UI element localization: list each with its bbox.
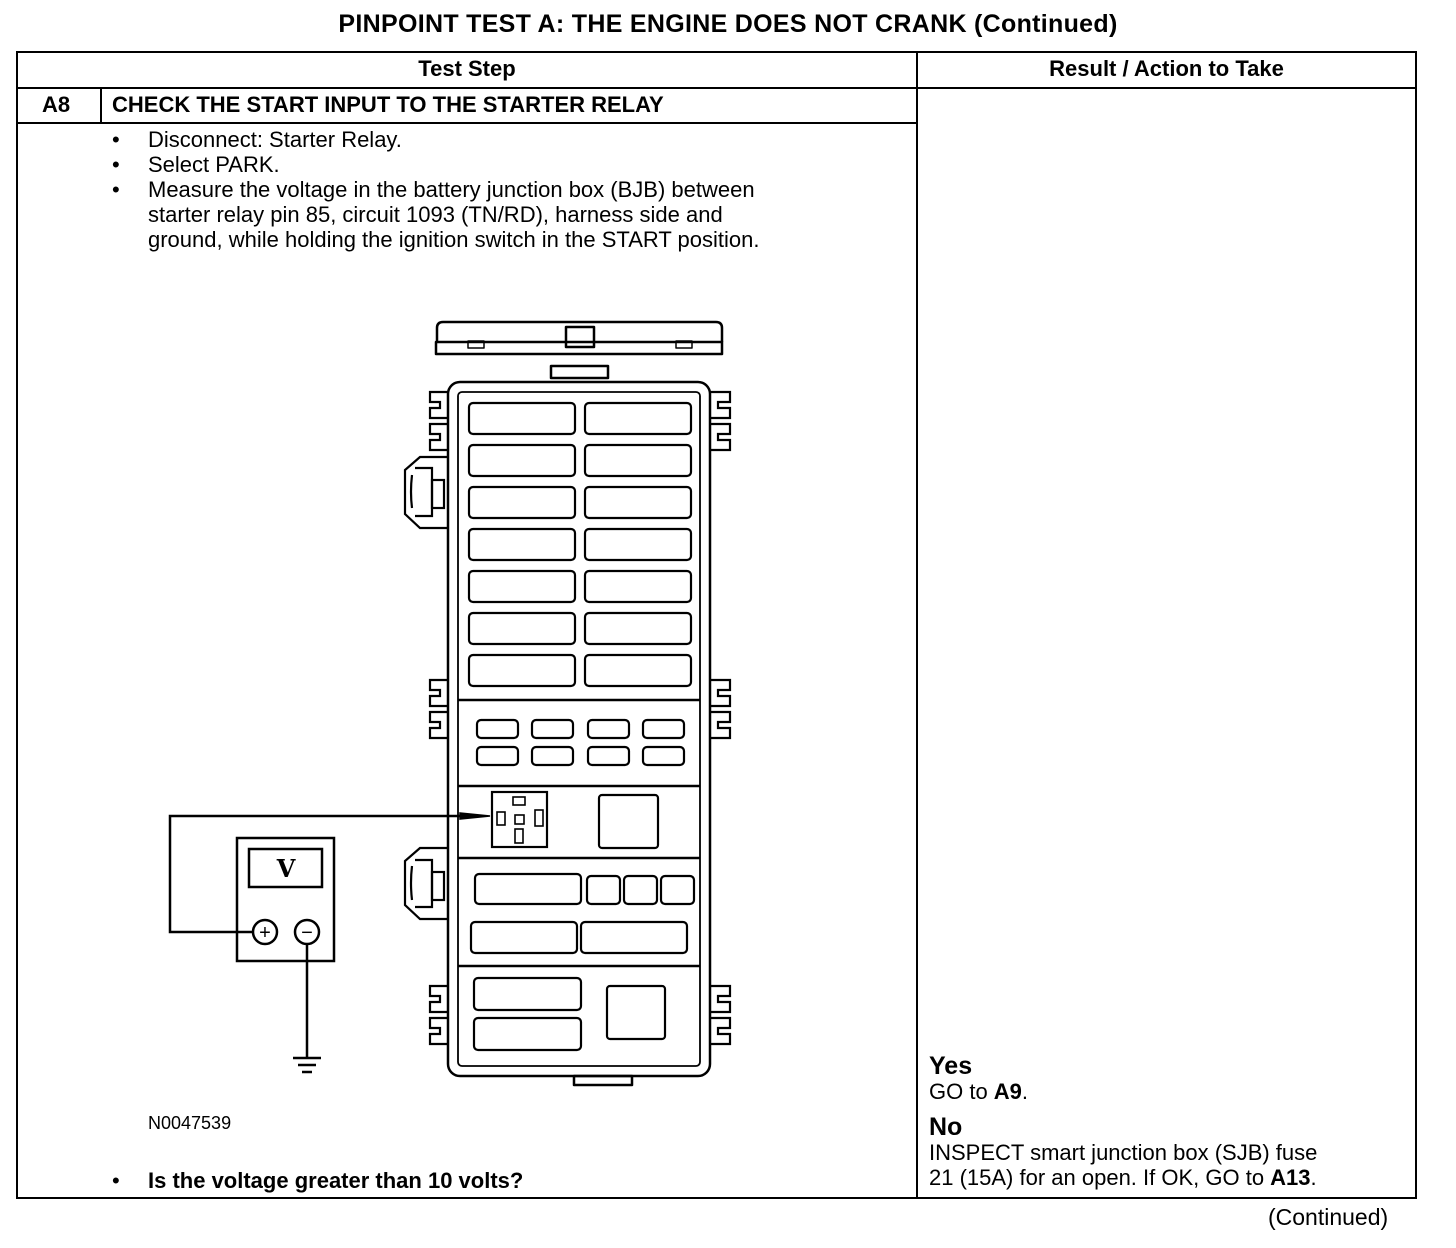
instruction-continuation: ground, while holding the ignition switc…	[148, 227, 759, 252]
yes-target-step: A9	[993, 1079, 1022, 1104]
fuse-slot	[583, 527, 693, 562]
instruction-text: Measure the voltage in the battery junct…	[148, 177, 755, 202]
fuse-slot	[467, 569, 577, 604]
no-label: No	[929, 1113, 963, 1141]
mounting-clip	[428, 390, 448, 420]
mounting-clip	[710, 678, 732, 708]
positive-terminal-label: +	[259, 922, 271, 944]
pinpoint-test-table	[16, 51, 1417, 1199]
no-action-line1: INSPECT smart junction box (SJB) fuse	[929, 1140, 1318, 1165]
figure-id: N0047539	[148, 1113, 232, 1133]
yes-label: Yes	[929, 1052, 973, 1080]
result-yes: Yes GO to A9.	[929, 1052, 1028, 1105]
voltmeter-display-label: V	[276, 854, 296, 883]
starter-relay-socket	[490, 790, 549, 849]
continued-label: (Continued)	[1268, 1204, 1389, 1230]
instruction-text: Select PARK.	[148, 152, 280, 177]
instruction-item: • Select PARK.	[112, 152, 759, 177]
mounting-clip	[428, 678, 448, 708]
instruction-text: starter relay pin 85, circuit 1093 (TN/R…	[148, 202, 723, 227]
fuse-slot	[583, 653, 693, 688]
mounting-clip	[710, 390, 732, 420]
fuse-slot	[583, 569, 693, 604]
header-test-step: Test Step	[418, 56, 516, 81]
mounting-clip	[428, 710, 448, 740]
header-divider	[16, 87, 1417, 89]
header-result-action: Result / Action to Take	[1049, 56, 1284, 81]
page-title: PINPOINT TEST A: THE ENGINE DOES NOT CRA…	[338, 10, 1118, 38]
no-action-line2: 21 (15A) for an open. If OK, GO to A13.	[929, 1165, 1317, 1190]
result-no: No INSPECT smart junction box (SJB) fuse…	[929, 1113, 1318, 1191]
fuse-slot	[467, 653, 577, 688]
yes-action: GO to A9.	[929, 1079, 1028, 1104]
mounting-clip	[710, 984, 732, 1014]
fuse-slot	[583, 443, 693, 478]
mounting-clip	[428, 1016, 448, 1046]
no-action-text: 21 (15A) for an open. If OK, GO to	[929, 1165, 1271, 1190]
bullet-icon: •	[112, 152, 120, 177]
fuse-slot	[583, 611, 693, 646]
negative-terminal-label: −	[301, 922, 313, 944]
fuse-slot	[583, 401, 693, 436]
fuse-slot	[467, 611, 577, 646]
instruction-item: • Disconnect: Starter Relay.	[112, 127, 759, 152]
instruction-text: Disconnect: Starter Relay.	[148, 127, 402, 152]
fuse-slot	[467, 485, 577, 520]
instruction-item: • Measure the voltage in the battery junc…	[112, 177, 759, 202]
bullet-icon: •	[112, 127, 120, 152]
bullet-icon: •	[112, 177, 120, 202]
step-title-divider	[16, 122, 917, 124]
yes-action-suffix: .	[1021, 1079, 1029, 1104]
instruction-continuation: starter relay pin 85, circuit 1093 (TN/R…	[148, 202, 759, 227]
instruction-text: ground, while holding the ignition switc…	[148, 227, 760, 252]
mounting-clip	[428, 984, 448, 1014]
no-action-suffix: .	[1310, 1165, 1317, 1190]
fuse-slot	[467, 527, 577, 562]
step-id-divider	[100, 87, 102, 124]
fuse-slot	[583, 485, 693, 520]
question-text: Is the voltage greater than 10 volts?	[148, 1168, 524, 1193]
voltmeter	[168, 812, 491, 1074]
mounting-clip	[710, 1016, 732, 1046]
step-title: CHECK THE START INPUT TO THE STARTER REL…	[112, 92, 664, 117]
step-instructions: • Disconnect: Starter Relay. • Select PARK…	[112, 127, 759, 252]
step-question: • Is the voltage greater than 10 volts?	[112, 1168, 524, 1194]
no-target-step: A13	[1270, 1165, 1311, 1190]
bullet-icon: •	[112, 1168, 120, 1193]
step-id: A8	[42, 92, 71, 117]
mounting-clip	[710, 422, 732, 452]
fuse-slot	[467, 401, 577, 436]
column-divider	[916, 51, 918, 1199]
mounting-clip	[710, 710, 732, 740]
fuse-slot	[467, 443, 577, 478]
yes-action-text: GO to	[929, 1079, 994, 1104]
mounting-clip	[428, 422, 448, 452]
